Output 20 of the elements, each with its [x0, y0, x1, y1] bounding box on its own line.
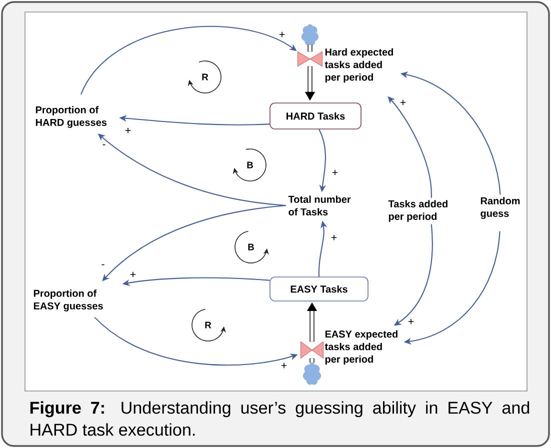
loop-label: B [247, 162, 253, 168]
flow-pipe [308, 44, 312, 52]
loop-label: R [205, 322, 212, 328]
loop-label: R [202, 74, 208, 80]
flow-label: Hard expected tasks added per period [324, 48, 393, 83]
text-label: Total number of Tasks [288, 196, 351, 216]
cloud [303, 362, 322, 385]
text-label: Random guess [480, 197, 520, 219]
flow-pipe [310, 358, 314, 363]
cloud [301, 24, 319, 46]
loop-label: B [248, 244, 254, 250]
flow-label: EASY expected tasks added per period [324, 330, 398, 365]
text-label: Proportion of EASY guesses [34, 290, 103, 312]
edge-label: - [100, 264, 106, 268]
caption: Figure 7: Understanding user’s guessing ability in EASY and HARD task execution. [30, 401, 530, 436]
text-label: Proportion of HARD guesses [36, 106, 107, 128]
process-box: EASY Tasks [270, 276, 368, 302]
process-box: HARD Tasks [270, 102, 362, 130]
edge-label: - [102, 144, 106, 148]
text-label: Tasks added per period [388, 200, 448, 222]
